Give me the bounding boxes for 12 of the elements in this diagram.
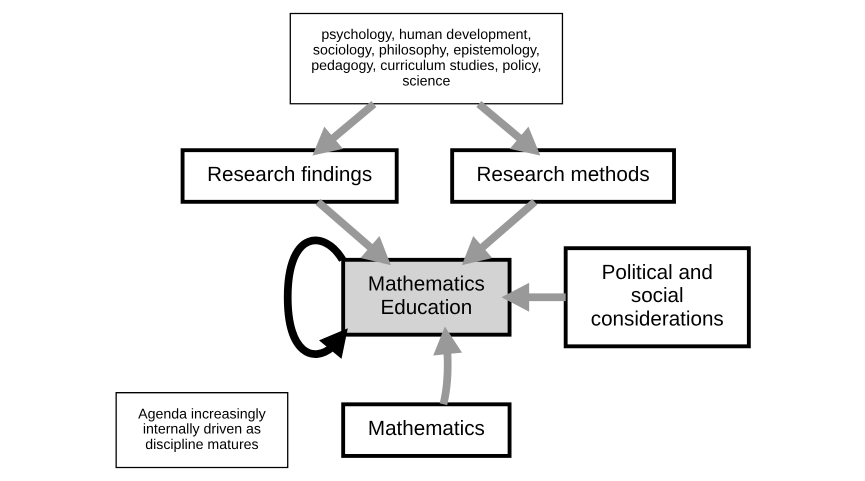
node-box: Research methods: [450, 148, 676, 204]
arrow: [476, 101, 540, 156]
node-box: Mathematics: [341, 402, 512, 458]
arrow: [312, 101, 376, 156]
arrow: [462, 198, 538, 266]
node-box: Agenda increasingly internally driven as discipline matures: [116, 392, 288, 468]
arrow: [433, 326, 462, 406]
node-box: Mathematics Education: [341, 258, 512, 337]
node-box: Political and social considerations: [564, 246, 751, 348]
node-box: Research findings: [180, 148, 399, 204]
node-box: psychology, human development, sociology, philosophy, epistemology, pedagogy, curriculum studies, policy, science: [290, 12, 564, 104]
arrow: [501, 282, 566, 312]
